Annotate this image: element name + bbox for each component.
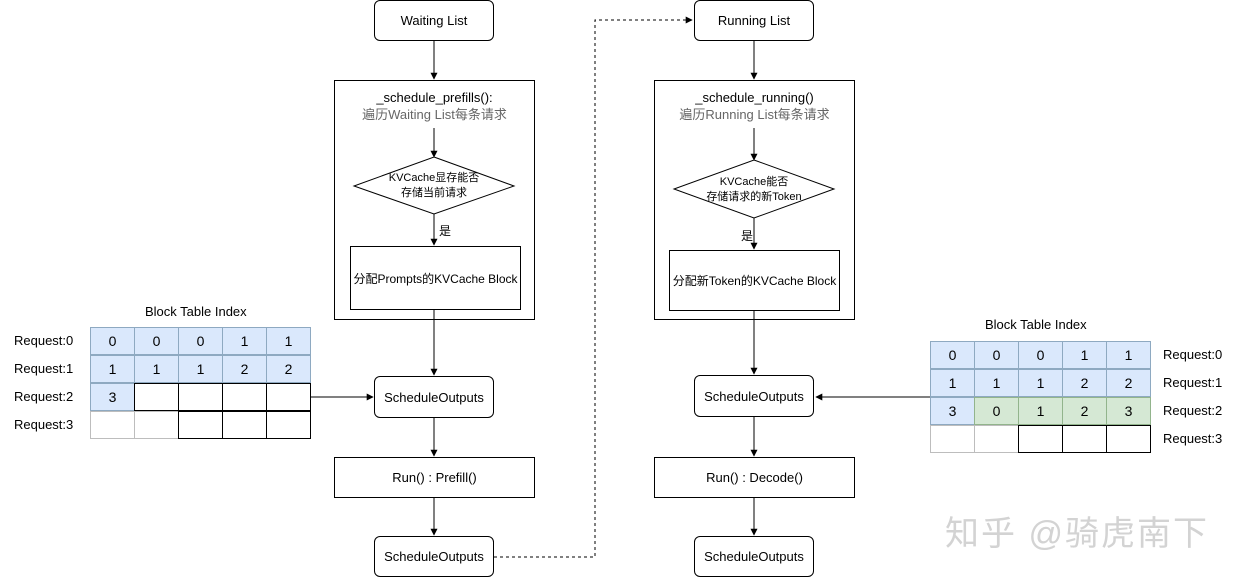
allocate-prompts-label: 分配Prompts的KVCache Block	[353, 271, 518, 286]
table-cell: 3	[930, 397, 975, 425]
table-cell: 2	[1062, 397, 1107, 425]
table-cell	[90, 411, 135, 439]
table-cell: 0	[134, 327, 179, 355]
table-cell: 1	[1062, 341, 1107, 369]
table-cell	[1106, 425, 1151, 453]
table-cell	[178, 411, 223, 439]
table-cell: 1	[134, 355, 179, 383]
left-table-title: Block Table Index	[145, 304, 247, 319]
waiting-list-label: Waiting List	[400, 13, 468, 28]
schedule-outputs-right-label: ScheduleOutputs	[704, 388, 804, 404]
yes-label-left: 是	[439, 224, 452, 238]
table-cell: 2	[222, 355, 267, 383]
table-cell: 1	[222, 327, 267, 355]
schedule-outputs-left: ScheduleOutputs	[374, 376, 494, 418]
table-cell: 0	[930, 341, 975, 369]
schedule-outputs-right-2-label: ScheduleOutputs	[704, 549, 804, 564]
table-cell	[178, 383, 223, 411]
run-prefill-node: Run() : Prefill()	[334, 457, 535, 498]
schedule-outputs-left-2: ScheduleOutputs	[374, 536, 494, 577]
schedule-outputs-left-2-label: ScheduleOutputs	[384, 549, 484, 564]
row-label: Request:0	[1163, 347, 1223, 362]
waiting-list-node: Waiting List	[374, 0, 494, 41]
schedule-prefills-title: _schedule_prefills(): 遍历Waiting List每条请求	[334, 89, 535, 123]
allocate-prompts-block: 分配Prompts的KVCache Block	[350, 246, 521, 310]
table-cell: 0	[974, 397, 1019, 425]
row-label: Request:0	[14, 333, 74, 348]
watermark: 知乎 @骑虎南下	[945, 515, 1209, 553]
decision-line-2: 存储请求的新Token	[706, 191, 802, 203]
schedule-prefills-sub: 遍历Waiting List每条请求	[362, 107, 507, 122]
decision-diamond-right	[672, 159, 836, 219]
table-cell: 1	[930, 369, 975, 397]
table-cell	[222, 383, 267, 411]
table-cell: 1	[90, 355, 135, 383]
table-cell: 0	[1018, 341, 1063, 369]
table-cell: 1	[1106, 341, 1151, 369]
row-label: Request:2	[14, 389, 74, 404]
table-cell	[1062, 425, 1107, 453]
schedule-outputs-right: ScheduleOutputs	[694, 375, 814, 417]
schedule-running-title: _schedule_running() 遍历Running List每条请求	[654, 89, 855, 123]
table-cell: 1	[178, 355, 223, 383]
table-cell: 1	[266, 327, 311, 355]
decision-text-right: KVCache能否 存储请求的新Token	[689, 175, 819, 205]
yes-label-right: 是	[741, 229, 754, 243]
decision-diamond-left	[352, 156, 516, 215]
table-cell	[974, 425, 1019, 453]
running-list-node: Running List	[694, 0, 814, 41]
schedule-prefills-container	[334, 80, 535, 320]
right-table-title: Block Table Index	[985, 317, 1087, 332]
row-label: Request:2	[1163, 403, 1223, 418]
decision-line-2: 存储当前请求	[401, 187, 467, 199]
table-cell: 3	[90, 383, 135, 411]
decision-line-1: KVCache能否	[719, 176, 789, 188]
table-cell	[134, 383, 179, 411]
table-cell	[134, 411, 179, 439]
table-cell: 0	[974, 341, 1019, 369]
table-cell	[222, 411, 267, 439]
table-cell	[266, 383, 311, 411]
table-cell	[266, 411, 311, 439]
decision-text-left: KVCache显存能否 存储当前请求	[374, 171, 494, 201]
table-cell: 0	[90, 327, 135, 355]
run-decode-label: Run() : Decode()	[706, 470, 803, 485]
run-prefill-label: Run() : Prefill()	[392, 470, 477, 485]
table-cell: 2	[1106, 369, 1151, 397]
schedule-prefills-fn: _schedule_prefills():	[376, 90, 493, 105]
allocate-token-block: 分配新Token的KVCache Block	[669, 250, 840, 311]
table-cell: 1	[974, 369, 1019, 397]
schedule-running-container	[654, 80, 855, 320]
table-cell: 2	[266, 355, 311, 383]
dashed-arrow-to-running-list	[494, 16, 693, 558]
schedule-outputs-right-2: ScheduleOutputs	[694, 536, 814, 577]
run-decode-node: Run() : Decode()	[654, 457, 855, 498]
schedule-running-sub: 遍历Running List每条请求	[679, 107, 830, 122]
running-list-label: Running List	[717, 13, 791, 28]
table-cell: 1	[1018, 369, 1063, 397]
table-cell: 2	[1062, 369, 1107, 397]
table-cell	[930, 425, 975, 453]
row-label: Request:3	[1163, 431, 1223, 446]
schedule-outputs-left-label: ScheduleOutputs	[384, 389, 484, 405]
row-label: Request:1	[14, 361, 74, 376]
table-cell	[1018, 425, 1063, 453]
table-cell: 3	[1106, 397, 1151, 425]
table-cell: 1	[1018, 397, 1063, 425]
schedule-running-fn: _schedule_running()	[695, 90, 814, 105]
table-cell: 0	[178, 327, 223, 355]
row-label: Request:3	[14, 417, 74, 432]
allocate-token-label: 分配新Token的KVCache Block	[672, 274, 837, 288]
decision-line-1: KVCache显存能否	[388, 172, 480, 184]
row-label: Request:1	[1163, 375, 1223, 390]
